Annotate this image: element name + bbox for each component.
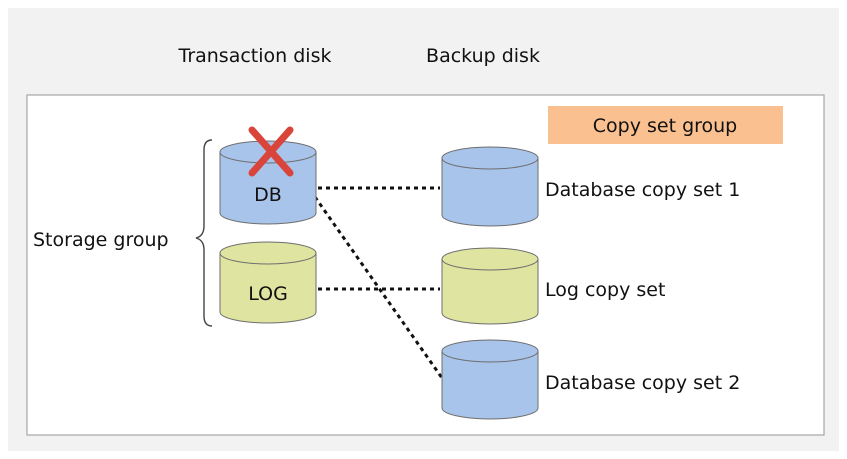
- diagram-panel: [26, 94, 825, 436]
- copy-connectors: [313, 186, 444, 379]
- database-copy-set-2-label: Database copy set 2: [545, 372, 740, 394]
- backup-disk-header: Backup disk: [426, 45, 540, 67]
- log-copy-set-label: Log copy set: [545, 279, 665, 301]
- storage-group-brace: [195, 139, 213, 327]
- transaction-disk-header: Transaction disk: [178, 45, 332, 67]
- red-x-icon: [248, 126, 294, 177]
- db-label: DB: [254, 184, 282, 206]
- copy-set-group-legend-label: Copy set group: [593, 115, 738, 137]
- storage-group-label: Storage group: [33, 229, 169, 251]
- log-copy-set-cylinder: [441, 247, 539, 325]
- log-cylinder: LOG: [219, 241, 317, 324]
- log-label: LOG: [248, 283, 288, 305]
- database-copy-set-2-cylinder: [441, 339, 539, 420]
- database-copy-set-1-cylinder: [441, 146, 539, 227]
- database-copy-set-1-label: Database copy set 1: [545, 179, 740, 201]
- copy-set-group-legend-box: [548, 106, 783, 144]
- db-to-copy-set-2-line: [313, 196, 444, 379]
